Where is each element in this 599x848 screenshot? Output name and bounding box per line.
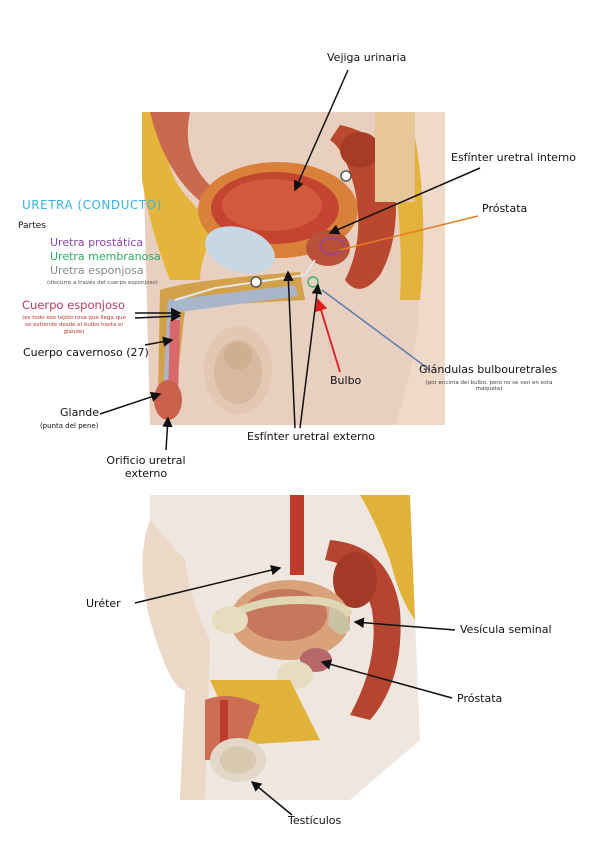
- label-cuerpo-esponjoso-note: (es todo ese tejido rosa que llega que s…: [18, 315, 130, 336]
- note-line: se extiende desde el bulbo hasta el: [25, 322, 123, 329]
- label-cuerpo-esponjoso: Cuerpo esponjoso: [22, 298, 126, 312]
- label-vejiga-urinaria: Vejiga urinaria: [327, 51, 407, 64]
- label-prostata-top: Próstata: [482, 202, 528, 215]
- label-ureter: Uréter: [86, 597, 121, 610]
- orificio-line1: Orificio uretral: [106, 454, 186, 467]
- label-vesicula-seminal: Vesícula seminal: [460, 623, 552, 636]
- label-glande: Glande: [60, 406, 100, 419]
- label-glande-note: (punta del pene): [40, 422, 99, 430]
- note-line: (por encima del bulbo, pero no se ven en…: [425, 380, 553, 386]
- label-bulbo: Bulbo: [330, 374, 362, 387]
- label-uretra-esponjosa: Uretra esponjosa: [50, 264, 144, 277]
- label-glandulas-bulbouretrales: Glándulas bulbouretrales: [419, 363, 558, 376]
- note-line: glande): [63, 329, 85, 336]
- label-testiculos: Testículos: [288, 814, 342, 827]
- label-uretra-esponjosa-note: (discurre a través del cuerpo esponjoso): [47, 280, 158, 286]
- label-uretra-membranosa: Uretra membranosa: [50, 250, 161, 263]
- note-line: maqueta): [475, 386, 503, 393]
- label-cuerpo-cavernoso: Cuerpo cavernoso (27): [23, 346, 149, 359]
- note-line: (es todo ese tejido rosa que llega que: [22, 315, 126, 321]
- label-esfinter-interno: Esfínter uretral interno: [451, 151, 576, 164]
- label-esfinter-externo: Esfínter uretral externo: [247, 430, 376, 443]
- label-partes: Partes: [18, 221, 46, 231]
- label-orificio-uretral: Orificio uretral externo: [103, 454, 189, 480]
- label-uretra-title: URETRA (CONDUCTO): [22, 198, 162, 212]
- label-prostata-bottom: Próstata: [457, 692, 503, 705]
- label-uretra-prostatica: Uretra prostática: [50, 236, 144, 249]
- orificio-line2: externo: [124, 466, 168, 480]
- label-glandulas-note: (por encima del bulbo, pero no se ven en…: [418, 380, 560, 393]
